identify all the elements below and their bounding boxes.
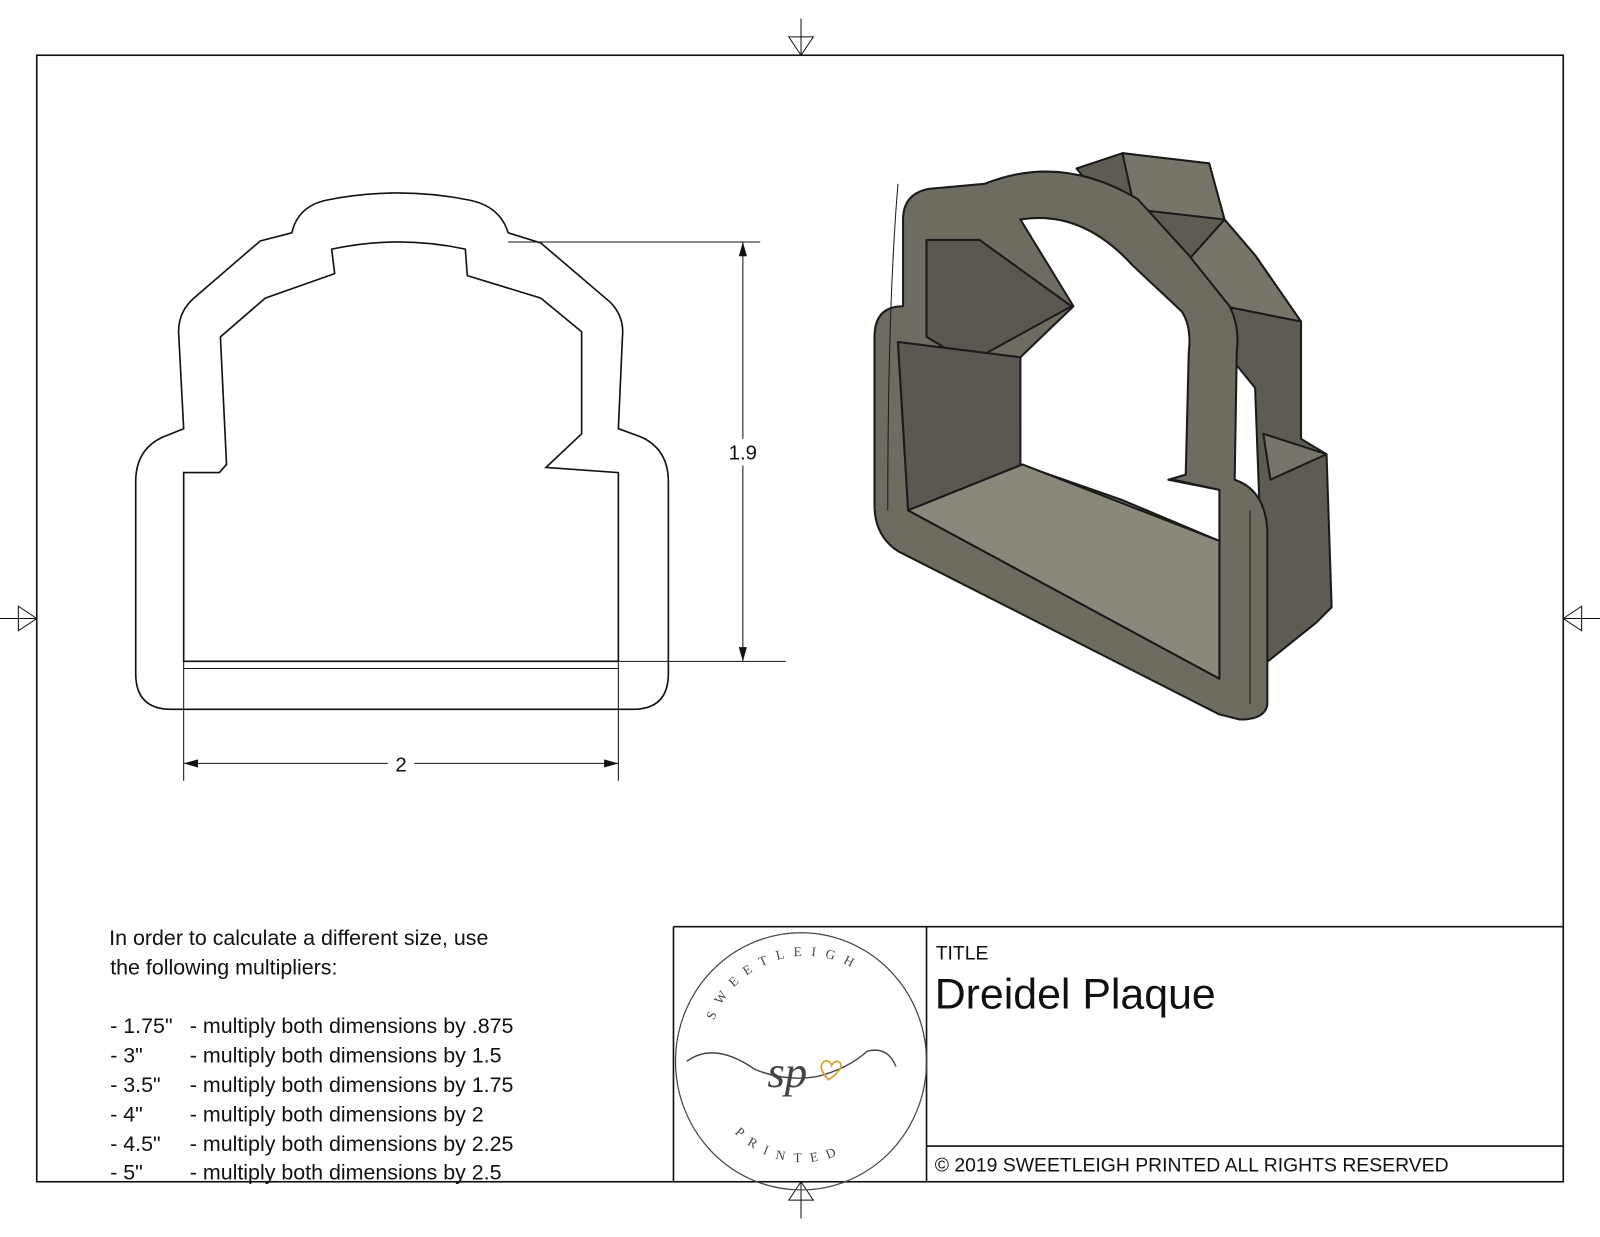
copyright-text: © 2019 SWEETLEIGH PRINTED ALL RIGHTS RES… [935, 1155, 1449, 1177]
width-dimension [183, 661, 619, 781]
multiplier-text: - multiply both dimensions by 2.5 [190, 1161, 502, 1185]
size-notes: In order to calculate a different size, … [109, 926, 513, 1185]
multiplier-size: - 4.5" [110, 1132, 160, 1156]
multiplier-size: - 4" [110, 1103, 143, 1127]
notes-intro-line2: the following multipliers: [110, 956, 337, 980]
multiplier-text: - multiply both dimensions by 2 [190, 1103, 484, 1127]
svg-text:sp: sp [767, 1047, 807, 1097]
multiplier-size: - 3.5" [110, 1073, 160, 1097]
sweetleigh-printed-logo: SWEETLEIGH PRINTED sp [674, 932, 928, 1191]
center-markers [0, 18, 1600, 1219]
plan-view-outline [134, 192, 670, 711]
svg-text:SWEETLEIGH: SWEETLEIGH [703, 944, 865, 1022]
multiplier-size: - 3" [110, 1043, 143, 1067]
drawing-title: Dreidel Plaque [935, 970, 1216, 1018]
height-dimension-label: 1.9 [729, 442, 757, 464]
multiplier-text: - multiply both dimensions by 1.75 [190, 1073, 514, 1097]
isometric-model-view [873, 152, 1333, 721]
notes-intro-line1: In order to calculate a different size, … [109, 926, 488, 950]
multiplier-text: - multiply both dimensions by .875 [190, 1014, 514, 1038]
multiplier-size: - 5" [110, 1161, 143, 1185]
title-block: TITLE Dreidel Plaque © 2019 SWEETLEIGH P… [672, 925, 1564, 1182]
multiplier-text: - multiply both dimensions by 1.5 [190, 1043, 502, 1067]
width-dimension-label: 2 [395, 755, 406, 777]
multiplier-size: - 1.75" [110, 1014, 172, 1038]
svg-text:PRINTED: PRINTED [732, 1124, 846, 1165]
title-label: TITLE [936, 942, 989, 964]
multiplier-text: - multiply both dimensions by 2.25 [190, 1132, 514, 1156]
height-dimension [508, 241, 786, 662]
